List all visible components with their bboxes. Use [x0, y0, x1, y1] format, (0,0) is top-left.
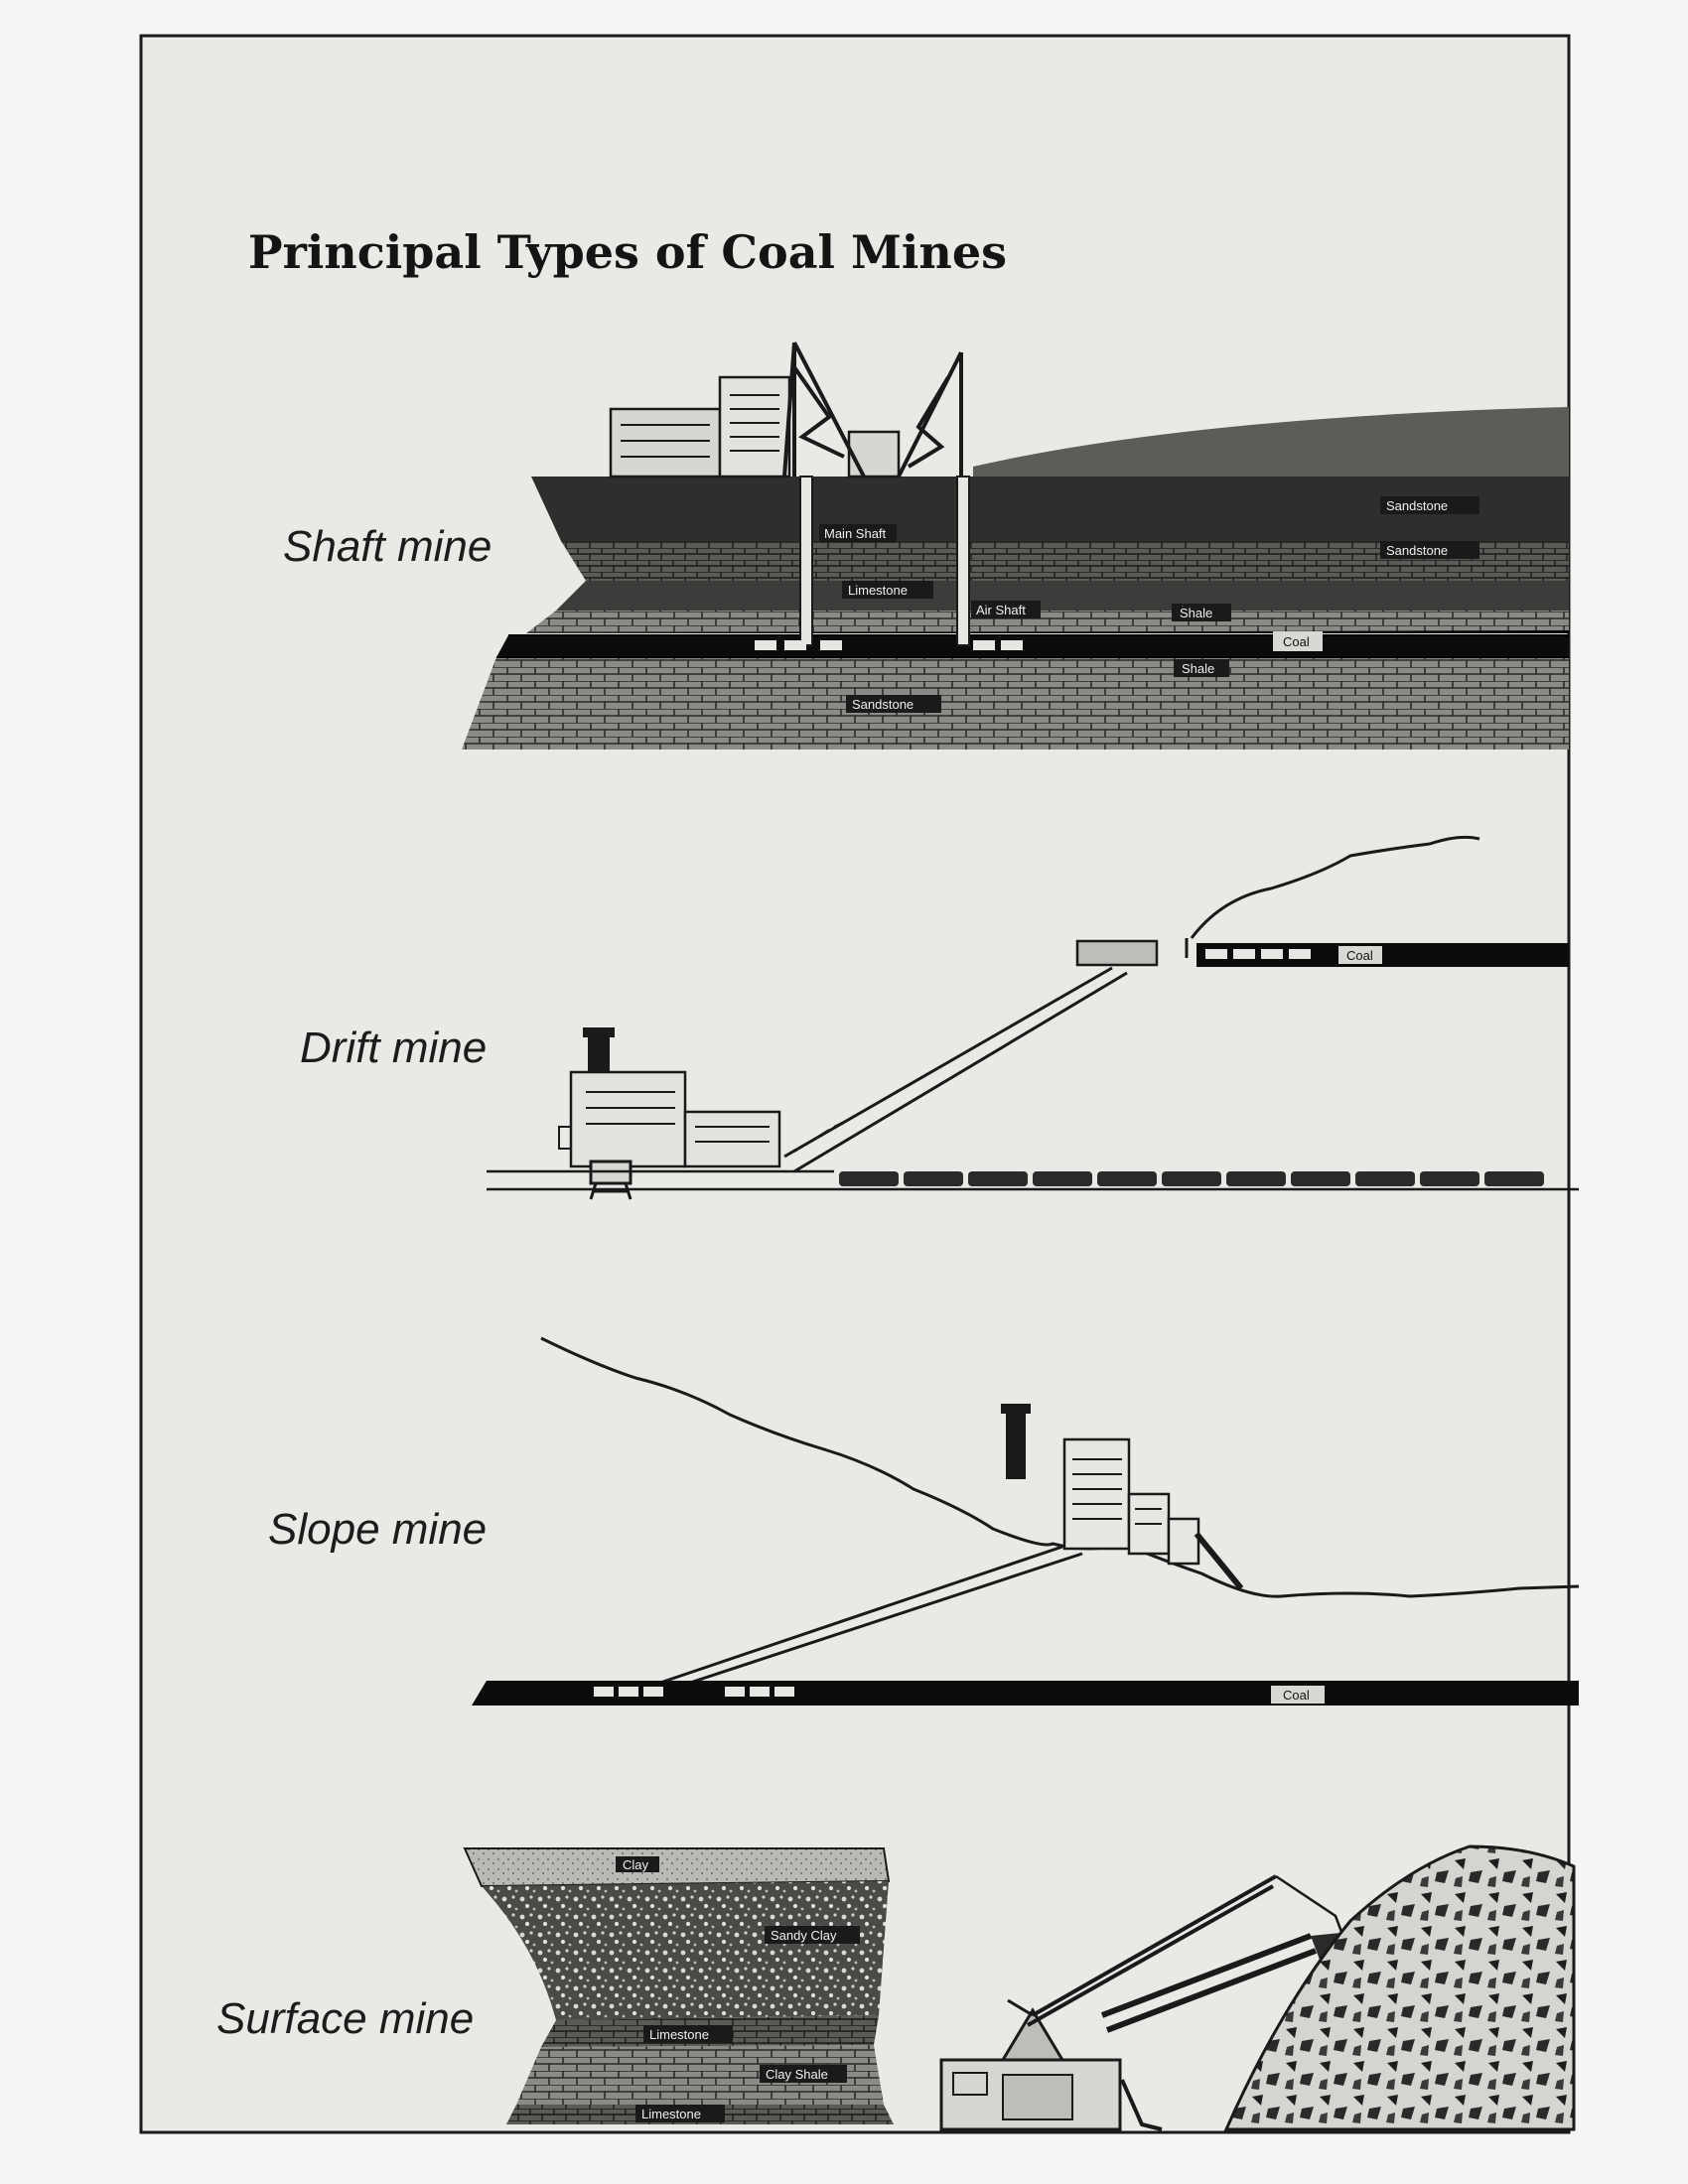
shaft-label-shale-upper: Shale — [1180, 606, 1212, 620]
main-shaft-headframe — [782, 341, 866, 478]
slope-building-tall — [1062, 1437, 1131, 1551]
drift-train — [839, 1171, 1544, 1186]
surface-sandy-clay-layer — [482, 1881, 889, 2020]
surface-label-sandy-clay: Sandy Clay — [771, 1928, 837, 1943]
shaft-building-tower — [718, 375, 791, 478]
shaft-stratum-top — [531, 477, 1569, 541]
slope-hill-line — [540, 1336, 1580, 1598]
shaft-stratum-lime — [526, 611, 1569, 633]
surface-clay-layer — [463, 1847, 891, 1888]
shaft-mine-caption: Shaft mine — [283, 522, 492, 571]
surface-mine-diagram: Clay Sandy Clay Limestone Clay Shale Lim… — [216, 1844, 1576, 2131]
drift-upper-car — [1075, 939, 1159, 967]
shaft-stratum-coal — [496, 635, 1569, 657]
page-title: Principal Types of Coal Mines — [248, 225, 1007, 279]
slope-building-low — [1167, 1517, 1200, 1566]
shovel-gantry — [1000, 2007, 1065, 2062]
slope-label-coal: Coal — [1283, 1688, 1310, 1703]
surface-label-clay: Clay — [623, 1857, 649, 1872]
surface-label-limestone-bottom: Limestone — [641, 2107, 701, 2121]
drift-chimney — [588, 1032, 610, 1072]
power-shovel — [939, 1874, 1368, 2131]
air-shaft-headframe — [897, 351, 963, 478]
surface-mine-caption: Surface mine — [216, 1994, 474, 2043]
shaft-label-air-shaft: Air Shaft — [976, 603, 1026, 617]
drift-mine-diagram: Coal — [300, 835, 1579, 1200]
drift-building-side — [683, 1110, 781, 1168]
shaft-label-main-shaft: Main Shaft — [824, 526, 887, 541]
drift-hillside — [1190, 835, 1480, 939]
shovel-stick — [1100, 1933, 1318, 2033]
surface-clay-shale-layer — [516, 2045, 884, 2105]
shaft-building-left — [609, 407, 722, 478]
shaft-stratum-bottom — [462, 657, 1569, 750]
slope-seam-cars — [594, 1687, 794, 1697]
drift-seam-cars — [1205, 949, 1311, 959]
surface-label-clay-shale: Clay Shale — [766, 2067, 828, 2082]
shaft-label-limestone: Limestone — [848, 583, 908, 598]
shaft-building-mid — [847, 430, 901, 478]
drift-label-coal: Coal — [1346, 948, 1373, 963]
shaft-label-coal: Coal — [1283, 634, 1310, 649]
shaft-mine-diagram: Sandstone Main Shaft Sandstone Limestone… — [283, 341, 1569, 750]
slope-mine-caption: Slope mine — [268, 1505, 487, 1554]
surface-rubble-pile — [1223, 1844, 1576, 2131]
slope-chimney — [1006, 1410, 1026, 1479]
drift-building-main — [569, 1070, 687, 1168]
drift-ground — [487, 1169, 1579, 1191]
page-frame — [139, 34, 1571, 2134]
drift-coal-seam — [1196, 943, 1569, 967]
shaft-label-sandstone-mid: Sandstone — [1386, 543, 1448, 558]
surface-label-limestone: Limestone — [649, 2027, 709, 2042]
slope-incline — [659, 1545, 1083, 1685]
shaft-label-sandstone-top: Sandstone — [1386, 498, 1448, 513]
drift-mine-caption: Drift mine — [300, 1024, 487, 1072]
slope-mine-diagram: Coal Slope mine — [268, 1336, 1580, 1706]
shaft-label-shale-lower: Shale — [1182, 661, 1214, 676]
shovel-boom — [1027, 1874, 1277, 2027]
shaft-tunnel-cars — [755, 640, 1023, 650]
shaft-label-sandstone-bottom: Sandstone — [852, 697, 914, 712]
air-shaft — [956, 476, 970, 646]
main-shaft — [799, 476, 813, 646]
